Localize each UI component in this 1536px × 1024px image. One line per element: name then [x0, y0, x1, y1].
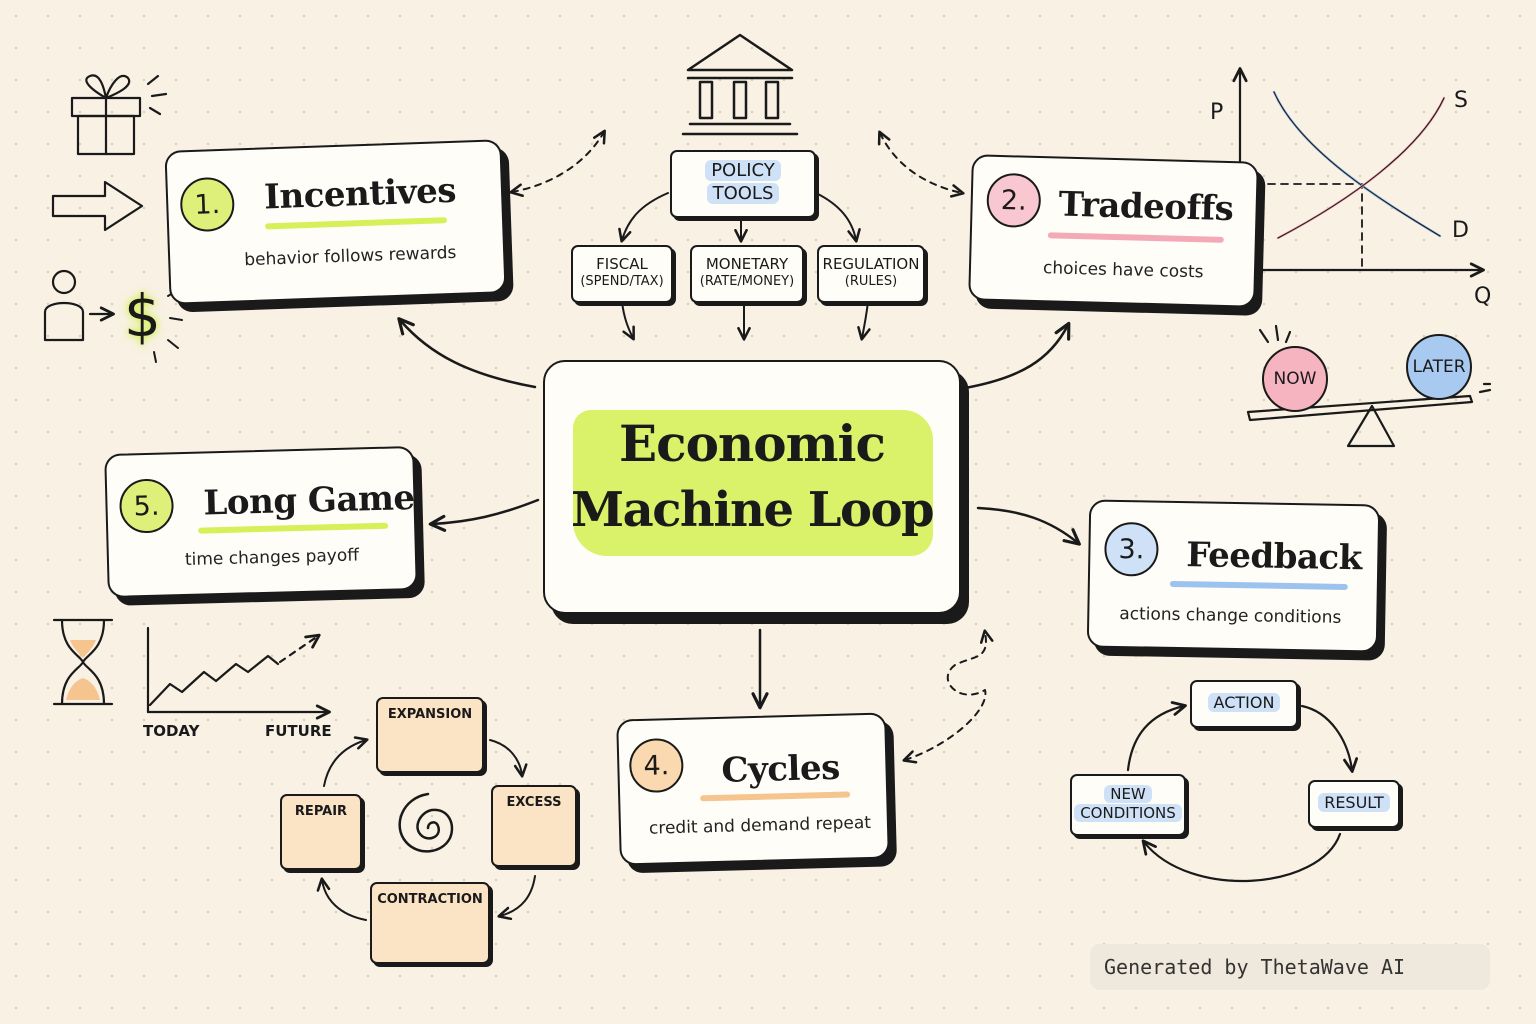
policy-tool-monetary[interactable]: MONETARY (RATE/MONEY) [690, 245, 804, 303]
hourglass-icon [52, 618, 114, 706]
node-subtitle: time changes payoff [184, 545, 360, 570]
today-label: TODAY [143, 722, 200, 740]
loop-new-conditions-box[interactable]: NEW CONDITIONS [1070, 774, 1186, 836]
arrow-to-long-game [428, 498, 540, 532]
dollar-icon: $ [124, 282, 161, 350]
node-number: 2. [986, 172, 1042, 229]
seesaw-icon [1246, 324, 1492, 448]
tool-sub: (SPEND/TAX) [580, 273, 664, 289]
now-ball: NOW [1262, 346, 1328, 412]
loop-action-box[interactable]: ACTION [1190, 680, 1298, 728]
bank-icon [681, 33, 799, 136]
central-highlight [573, 410, 933, 556]
policy-title-line2: TOOLS [706, 182, 780, 204]
node-number: 3. [1103, 521, 1159, 577]
loop-new-line2: CONDITIONS [1074, 803, 1182, 822]
gift-icon [70, 74, 168, 156]
cycle-stage-expansion[interactable]: EXPANSION [376, 697, 484, 773]
node-title: Long Game [202, 477, 416, 524]
node-title-underline [700, 791, 851, 802]
node-number: 1. [179, 176, 236, 233]
stage-label: CONTRACTION [377, 892, 483, 907]
node-tradeoffs[interactable]: 2. Tradeoffs choices have costs [968, 154, 1259, 308]
policy-tools-box[interactable]: POLICY TOOLS [670, 150, 816, 218]
demand-curve-ink [1273, 91, 1441, 237]
stage-label: EXPANSION [387, 707, 473, 722]
stage-label: EXCESS [506, 795, 562, 810]
demand-curve [1272, 90, 1442, 238]
loop-result-label: RESULT [1318, 793, 1390, 812]
policy-tool-fiscal[interactable]: FISCAL (SPEND/TAX) [571, 245, 673, 303]
node-title-underline [1047, 232, 1224, 243]
arrow-to-feedback [976, 506, 1081, 546]
footer-text: Generated by ThetaWave AI [1104, 955, 1406, 979]
tool-label: FISCAL [596, 255, 648, 273]
arrow-to-incentives [397, 317, 537, 389]
node-cycles[interactable]: 4. Cycles credit and demand repeat [616, 712, 890, 866]
cycle-stage-excess[interactable]: EXCESS [491, 785, 577, 867]
supply-curve [1276, 96, 1446, 240]
future-label: FUTURE [265, 722, 332, 740]
feedback-loop-arrows [1126, 701, 1359, 883]
tool-sub: (RULES) [844, 273, 898, 289]
node-incentives[interactable]: 1. Incentives behavior follows rewards [164, 139, 507, 305]
node-subtitle: actions change conditions [1119, 604, 1342, 628]
node-subtitle: behavior follows rewards [243, 242, 457, 271]
later-ball: LATER [1406, 334, 1472, 400]
dashed-arrow-policy-tradeoffs [877, 130, 965, 198]
node-subtitle: credit and demand repeat [648, 812, 872, 839]
loop-action-label: ACTION [1207, 693, 1281, 712]
growth-chart [146, 626, 331, 720]
cycle-stage-contraction[interactable]: CONTRACTION [370, 882, 490, 964]
node-title-underline [198, 522, 389, 534]
tool-label: REGULATION [822, 255, 920, 273]
cycle-stage-repair[interactable]: REPAIR [280, 794, 362, 870]
central-title-line2: Machine Loop [570, 482, 935, 538]
stage-label: REPAIR [294, 804, 348, 819]
demand-label: D [1452, 218, 1469, 243]
arrow-to-tradeoffs [963, 321, 1071, 390]
node-title: Feedback [1186, 535, 1363, 579]
node-subtitle: choices have costs [1042, 258, 1204, 283]
tool-label: MONETARY [705, 255, 789, 273]
policy-tool-regulation[interactable]: REGULATION (RULES) [817, 245, 925, 303]
spiral-icon [398, 792, 454, 853]
node-title: Cycles [720, 747, 841, 791]
node-title-underline [1169, 580, 1348, 590]
node-long-game[interactable]: 5. Long Game time changes payoff [104, 445, 418, 599]
policy-title-line1: POLICY [705, 160, 781, 181]
supply-label: S [1454, 88, 1468, 113]
dashed-arrow-incentives-policy [509, 129, 606, 197]
node-number: 4. [628, 737, 685, 794]
axis-p-label: P [1210, 100, 1224, 125]
fiscal-down-arrow [621, 301, 635, 341]
node-feedback[interactable]: 3. Feedback actions change conditions [1086, 499, 1381, 653]
axis-q-label: Q [1474, 284, 1492, 309]
policy-arrow-regulation [815, 192, 861, 243]
node-title: Incentives [263, 170, 457, 218]
regulation-down-arrow [857, 301, 871, 341]
footer-badge: Generated by ThetaWave AI [1090, 944, 1490, 990]
node-number: 5. [118, 478, 175, 534]
node-title-underline [265, 217, 448, 230]
cycle-stage-arrows [316, 736, 536, 921]
central-title-line1: Economic [619, 414, 886, 473]
node-title: Tradeoffs [1058, 184, 1234, 230]
supply-demand-axes [1232, 67, 1485, 278]
dashed-arrow-cycles-feedback [902, 629, 994, 764]
person-icon [43, 269, 115, 342]
supply-curve-ink [1277, 97, 1445, 239]
loop-new-line1: NEW [1104, 785, 1152, 803]
central-node[interactable]: Economic Machine Loop [543, 360, 961, 614]
tool-sub: (RATE/MONEY) [699, 273, 795, 289]
loop-result-box[interactable]: RESULT [1308, 780, 1400, 828]
outline-arrow-icon [51, 180, 144, 232]
policy-arrow-fiscal [618, 192, 669, 243]
